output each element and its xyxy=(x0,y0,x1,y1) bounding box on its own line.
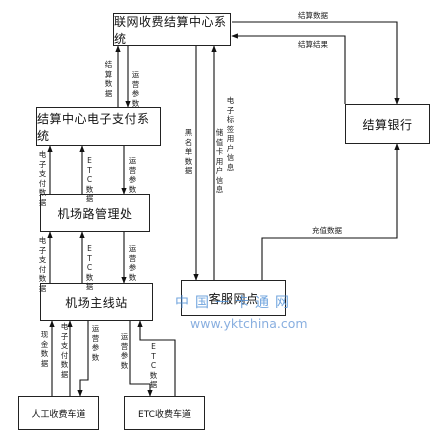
epay-system-label: 结算中心电子支付系统 xyxy=(37,111,150,143)
label-ops-param-3: 运营参数 xyxy=(91,324,100,362)
main-station-label: 机场主线站 xyxy=(65,295,128,310)
settlement-center-box: 联网收费结算中心系统 xyxy=(113,13,231,46)
arrow-bank-to-center xyxy=(231,33,346,104)
epay-system-box: 结算中心电子支付系统 xyxy=(36,107,161,146)
main-station-box: 机场主线站 xyxy=(40,283,153,321)
label-settle-data-top: 结算数据 xyxy=(298,11,328,20)
settlement-center-label: 联网收费结算中心系统 xyxy=(114,14,227,46)
arrow-outlet-to-bank xyxy=(261,143,400,280)
manual-lane-box: 人工收费车道 xyxy=(18,396,99,430)
label-blacklist-data: 黑名单数据 xyxy=(184,128,193,175)
arrow-station-to-manual xyxy=(77,321,89,397)
etc-lane-label: ETC收费车道 xyxy=(138,409,191,420)
label-tag-user-info: 电子标签用户信息 xyxy=(226,96,235,172)
arrow-center-to-bank xyxy=(232,21,400,105)
label-etc-data-1: ETC数据 xyxy=(85,156,94,203)
airport-road-mgmt-label: 机场路管理处 xyxy=(57,206,133,221)
arrow-etc-to-station xyxy=(137,320,176,396)
manual-lane-label: 人工收费车道 xyxy=(31,409,86,420)
arrow-station-to-etc xyxy=(129,321,153,397)
label-settle-data-left: 结算数据 xyxy=(104,60,113,98)
etc-lane-box: ETC收费车道 xyxy=(124,396,205,430)
label-ops-param-top: 运营参数 xyxy=(131,70,140,108)
settlement-bank-label: 结算银行 xyxy=(362,117,413,132)
service-outlet-label: 客服网点 xyxy=(208,291,259,306)
label-epay-data-1: 电子支付数据 xyxy=(38,150,47,207)
label-ops-param-4: 运营参数 xyxy=(120,332,129,370)
label-card-user-info: 储值卡用户信息 xyxy=(215,128,224,194)
label-etc-data-3: ETC数据 xyxy=(149,342,158,389)
service-outlet-box: 客服网点 xyxy=(181,280,286,316)
label-epay-data-2: 电子支付数据 xyxy=(38,236,47,293)
label-epay-data-3: 电子支付数据 xyxy=(60,322,69,379)
label-etc-data-2: ETC数据 xyxy=(85,244,94,291)
airport-road-mgmt-box: 机场路管理处 xyxy=(40,194,150,232)
label-ops-param-1: 运营参数 xyxy=(128,156,137,194)
watermark-text: 中国一卡通网 xyxy=(175,295,295,311)
watermark-url: www.yktchina.com xyxy=(190,316,308,331)
label-cash-data: 现金数据 xyxy=(40,330,49,368)
settlement-bank-box: 结算银行 xyxy=(345,104,430,144)
label-recharge-data: 充值数据 xyxy=(312,226,342,235)
label-ops-param-2: 运营参数 xyxy=(128,244,137,282)
label-settle-result: 结算结果 xyxy=(298,40,328,49)
